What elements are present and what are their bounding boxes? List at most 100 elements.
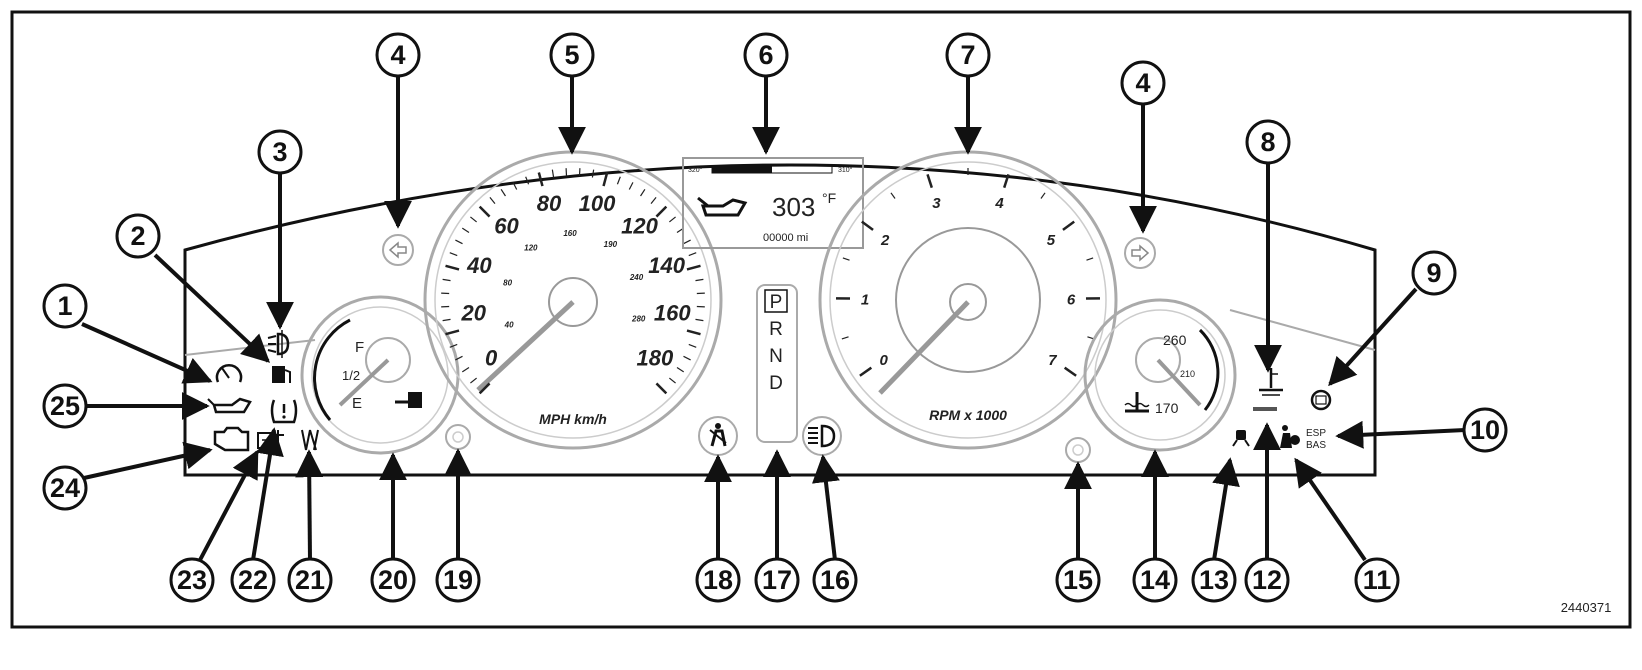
tachometer-label: 4	[994, 195, 1004, 212]
callout-number: 8	[1260, 127, 1275, 157]
speedometer-tick	[592, 170, 593, 178]
speedometer-tick	[689, 253, 696, 256]
speedometer-mph-label: 0	[485, 345, 498, 370]
high-beam-icon	[803, 417, 841, 455]
coolant-warning-icon	[1259, 368, 1283, 395]
temperature-gauge: 260 210 170	[1085, 300, 1235, 450]
speedometer-mph-label: 120	[621, 213, 658, 238]
callout-number: 21	[295, 565, 325, 595]
speedometer-tick	[669, 217, 675, 222]
gear-r: R	[769, 319, 783, 340]
callout-number: 24	[50, 473, 80, 503]
speedometer-tick	[455, 240, 462, 244]
speedometer-tick	[695, 279, 703, 280]
display-temp-unit: °F	[822, 190, 836, 206]
display-odometer: 00000 mi	[763, 232, 808, 244]
trip-reset-button	[446, 425, 470, 449]
traction-off-icon	[302, 430, 318, 450]
speedometer-kmh-label: 160	[563, 229, 577, 238]
speedometer-tick	[669, 378, 675, 383]
speedometer-tick	[656, 383, 666, 393]
figure-id: 2440371	[1561, 600, 1612, 615]
speedometer-mph-label: 40	[466, 253, 492, 278]
display-scale-right: 310°	[838, 166, 853, 174]
callout-arrow	[253, 430, 274, 560]
callout-arrow	[1330, 289, 1416, 384]
gear-p: P	[770, 292, 783, 313]
tachometer-unit-label: RPM x 1000	[929, 407, 1007, 423]
speedometer-tick	[450, 253, 457, 256]
tire-pressure-icon	[272, 400, 296, 422]
tachometer-label: 6	[1067, 292, 1076, 309]
tachometer-tick	[843, 258, 850, 260]
callout-number: 12	[1252, 565, 1282, 595]
oil-pressure-icon	[208, 399, 250, 412]
speedometer-tick	[687, 266, 701, 270]
speedometer-unit-label: MPH km/h	[539, 411, 607, 427]
callout-number: 11	[1363, 565, 1392, 595]
speed-control-icon	[217, 365, 241, 382]
tachometer-label: 0	[879, 352, 888, 369]
callout-number: 14	[1140, 565, 1170, 595]
fuel-pump-icon	[395, 392, 422, 408]
temp-cold-label: 170	[1155, 400, 1179, 416]
gear-indicator: P R N D	[757, 285, 797, 442]
speedometer-mph-label: 80	[537, 191, 562, 216]
temp-mid-label: 210	[1180, 369, 1195, 379]
speedometer-tick	[677, 368, 684, 372]
speedometer-mph-label: 100	[579, 191, 616, 216]
speedometer-tick	[651, 197, 656, 203]
speedometer-tick	[490, 197, 495, 203]
right-turn-icon	[1125, 238, 1155, 268]
speedometer-tick	[480, 207, 490, 217]
display-scale-left: 320°	[688, 166, 703, 174]
fuel-icon	[272, 366, 290, 383]
callout-number: 13	[1199, 565, 1229, 595]
fuel-empty-label: E	[352, 395, 362, 412]
tachometer-label: 2	[880, 232, 890, 249]
tachometer-tick	[842, 337, 849, 339]
speedometer-kmh-label: 120	[524, 244, 538, 253]
speedometer-kmh-label: 40	[504, 320, 514, 329]
oil-can-icon	[698, 198, 745, 215]
fuel-half-label: 1/2	[342, 368, 360, 383]
speedometer-mph-label: 140	[648, 253, 685, 278]
speedometer-mph-label: 180	[637, 345, 674, 370]
speedometer-tick	[689, 344, 696, 347]
callout-number: 4	[1135, 68, 1150, 98]
callout-number: 2	[130, 221, 145, 251]
tachometer-label: 5	[1047, 232, 1056, 249]
coolant-icon	[1125, 392, 1149, 411]
speedometer-tick	[552, 170, 553, 178]
speedometer-kmh-label: 240	[629, 273, 644, 282]
callout-number: 9	[1426, 258, 1441, 288]
traction-icon	[1233, 430, 1249, 446]
speedometer-tick	[445, 266, 459, 270]
speedometer-tick	[695, 319, 703, 320]
speedometer-kmh-label: 190	[604, 240, 618, 249]
speedometer-tick	[617, 177, 620, 184]
callout-number: 17	[762, 565, 792, 595]
fuel-gauge: F 1/2 E	[302, 297, 458, 453]
esp-label: ESP	[1306, 428, 1326, 439]
tachometer-tick	[1063, 222, 1074, 230]
check-engine-icon	[215, 428, 248, 450]
speedometer-mph-label: 160	[654, 301, 691, 326]
speedometer-tick	[539, 172, 543, 186]
callout-number: 23	[177, 565, 207, 595]
callout-number: 19	[443, 565, 473, 595]
speedometer-tick	[470, 217, 476, 222]
tachometer-tick	[860, 368, 871, 376]
tachometer-tick	[1065, 368, 1076, 376]
speedometer-tick	[462, 228, 469, 232]
speedometer-kmh-label: 280	[631, 315, 646, 324]
display-bar-fill	[712, 166, 772, 173]
speedometer-tick	[683, 240, 690, 244]
callout-number: 20	[378, 565, 408, 595]
callout-number: 3	[272, 137, 287, 167]
